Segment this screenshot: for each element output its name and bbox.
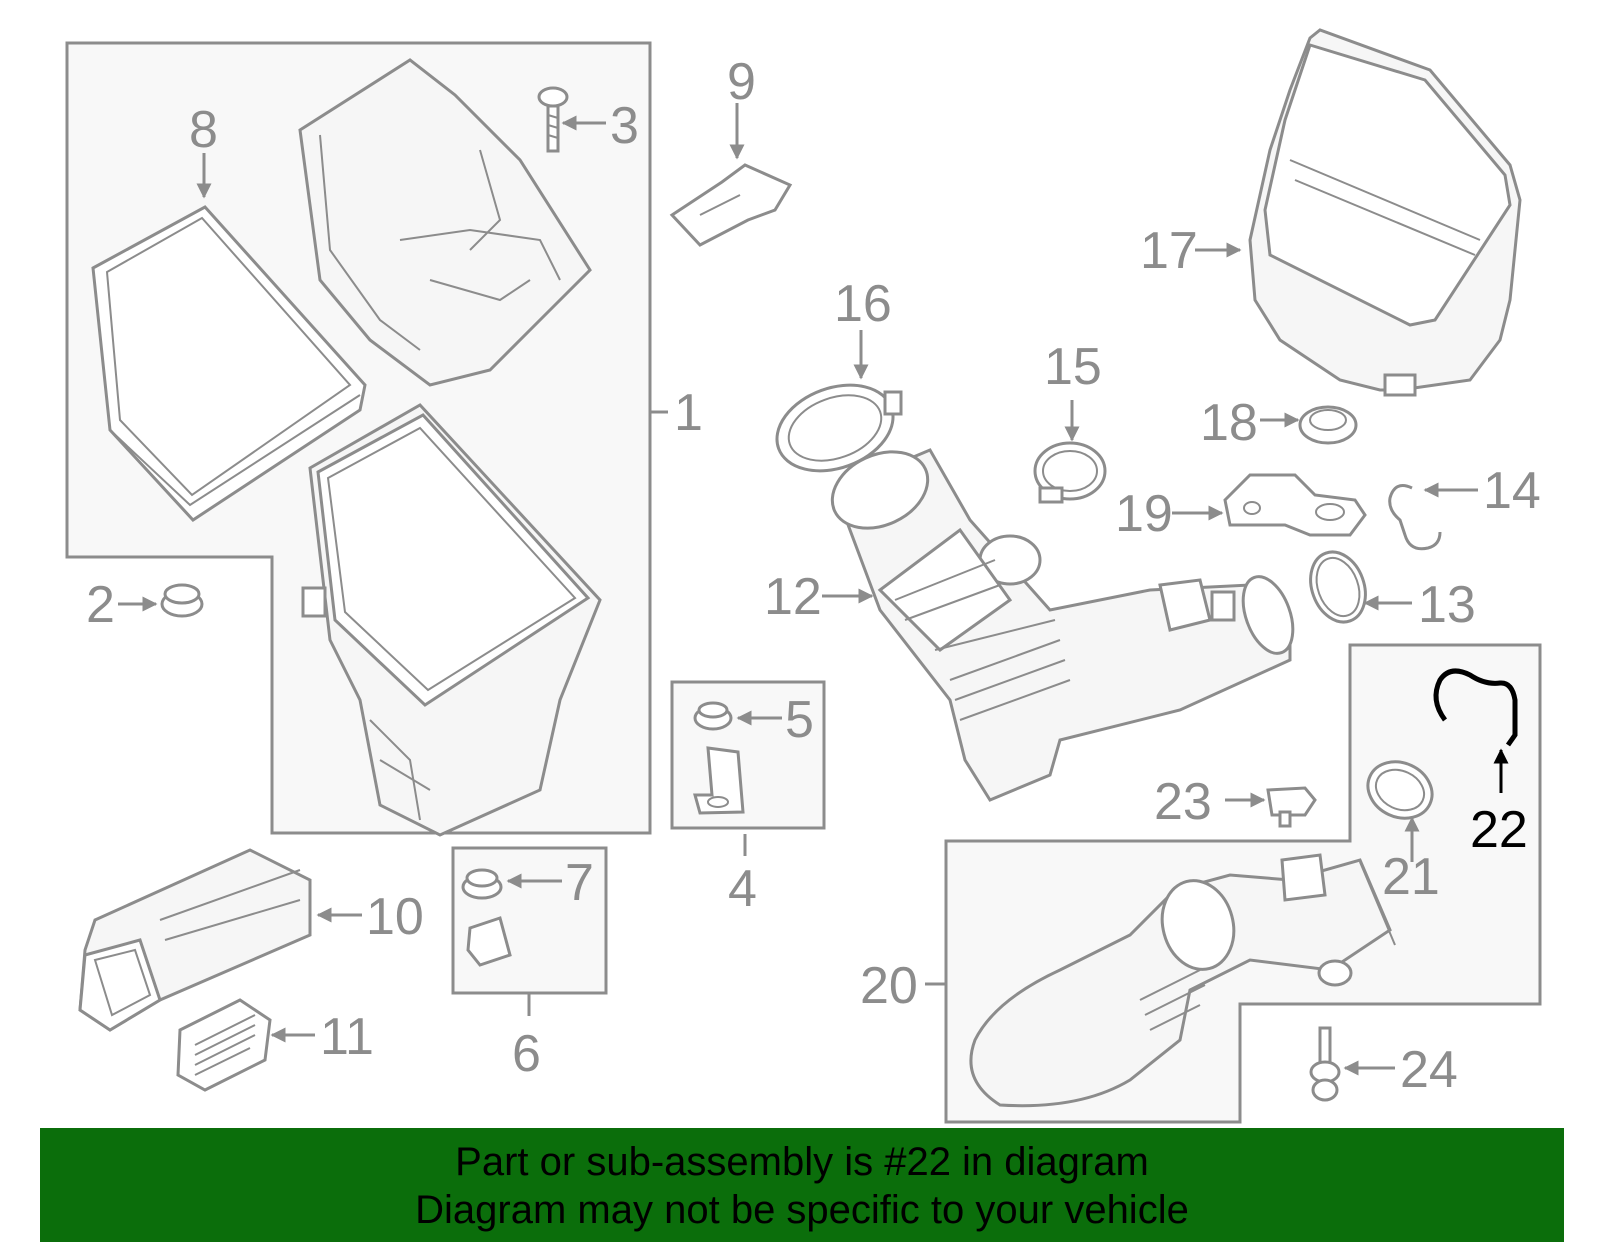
callout-4: 4 (728, 860, 757, 918)
grommet-2 (160, 583, 204, 618)
intake-boot-12 (830, 448, 1295, 802)
bracket-19 (1223, 473, 1367, 537)
intake-duct-10 (78, 848, 312, 1032)
housing-17 (1248, 28, 1522, 397)
callout-15: 15 (1044, 338, 1102, 396)
seal-18 (1298, 405, 1358, 445)
bracket-4 (693, 746, 745, 815)
hose-22-highlighted (1433, 668, 1518, 747)
callout-12: 12 (764, 568, 822, 626)
grommet-7 (461, 868, 503, 900)
callout-9: 9 (727, 53, 756, 111)
sensor-23 (1266, 786, 1317, 828)
ring-13 (1309, 550, 1367, 624)
callout-14: 14 (1483, 462, 1541, 520)
intake-pipe-20 (969, 853, 1396, 1108)
air-cleaner-housing (301, 403, 602, 837)
callout-1: 1 (674, 384, 703, 442)
grille-11 (176, 998, 272, 1092)
air-filter-element (91, 205, 367, 522)
callout-17: 17 (1140, 222, 1198, 280)
sensor-24 (1309, 1026, 1341, 1102)
callout-21: 21 (1382, 848, 1440, 906)
callout-16: 16 (834, 275, 892, 333)
bracket-6 (466, 916, 512, 967)
leader-arrows (118, 103, 1509, 1076)
banner-line-disclaimer: Diagram may not be specific to your vehi… (415, 1188, 1189, 1232)
callout-22-highlighted: 22 (1470, 801, 1528, 859)
callout-7: 7 (565, 854, 594, 912)
air-cleaner-cover (298, 58, 592, 387)
callout-20: 20 (860, 957, 918, 1015)
callout-3: 3 (610, 97, 639, 155)
callout-2: 2 (86, 576, 115, 634)
clamp-16 (775, 383, 903, 473)
callout-13: 13 (1418, 576, 1476, 634)
callout-8: 8 (189, 101, 218, 159)
info-banner: Part or sub-assembly is #22 in diagram D… (40, 1128, 1564, 1242)
ring-21 (1366, 760, 1434, 820)
banner-line-part-number: Part or sub-assembly is #22 in diagram (455, 1140, 1149, 1184)
callout-6: 6 (512, 1025, 541, 1083)
clamp-15 (1033, 441, 1107, 504)
hose-14 (1388, 484, 1442, 551)
callout-19: 19 (1115, 485, 1173, 543)
callout-18: 18 (1200, 394, 1258, 452)
sensor-9 (669, 163, 793, 247)
callout-5: 5 (785, 691, 814, 749)
callout-11: 11 (320, 1008, 374, 1066)
bolt-3 (537, 86, 569, 153)
grommet-5 (693, 701, 733, 731)
callout-24: 24 (1400, 1041, 1458, 1099)
callout-23: 23 (1154, 773, 1212, 831)
callout-10: 10 (366, 888, 424, 946)
